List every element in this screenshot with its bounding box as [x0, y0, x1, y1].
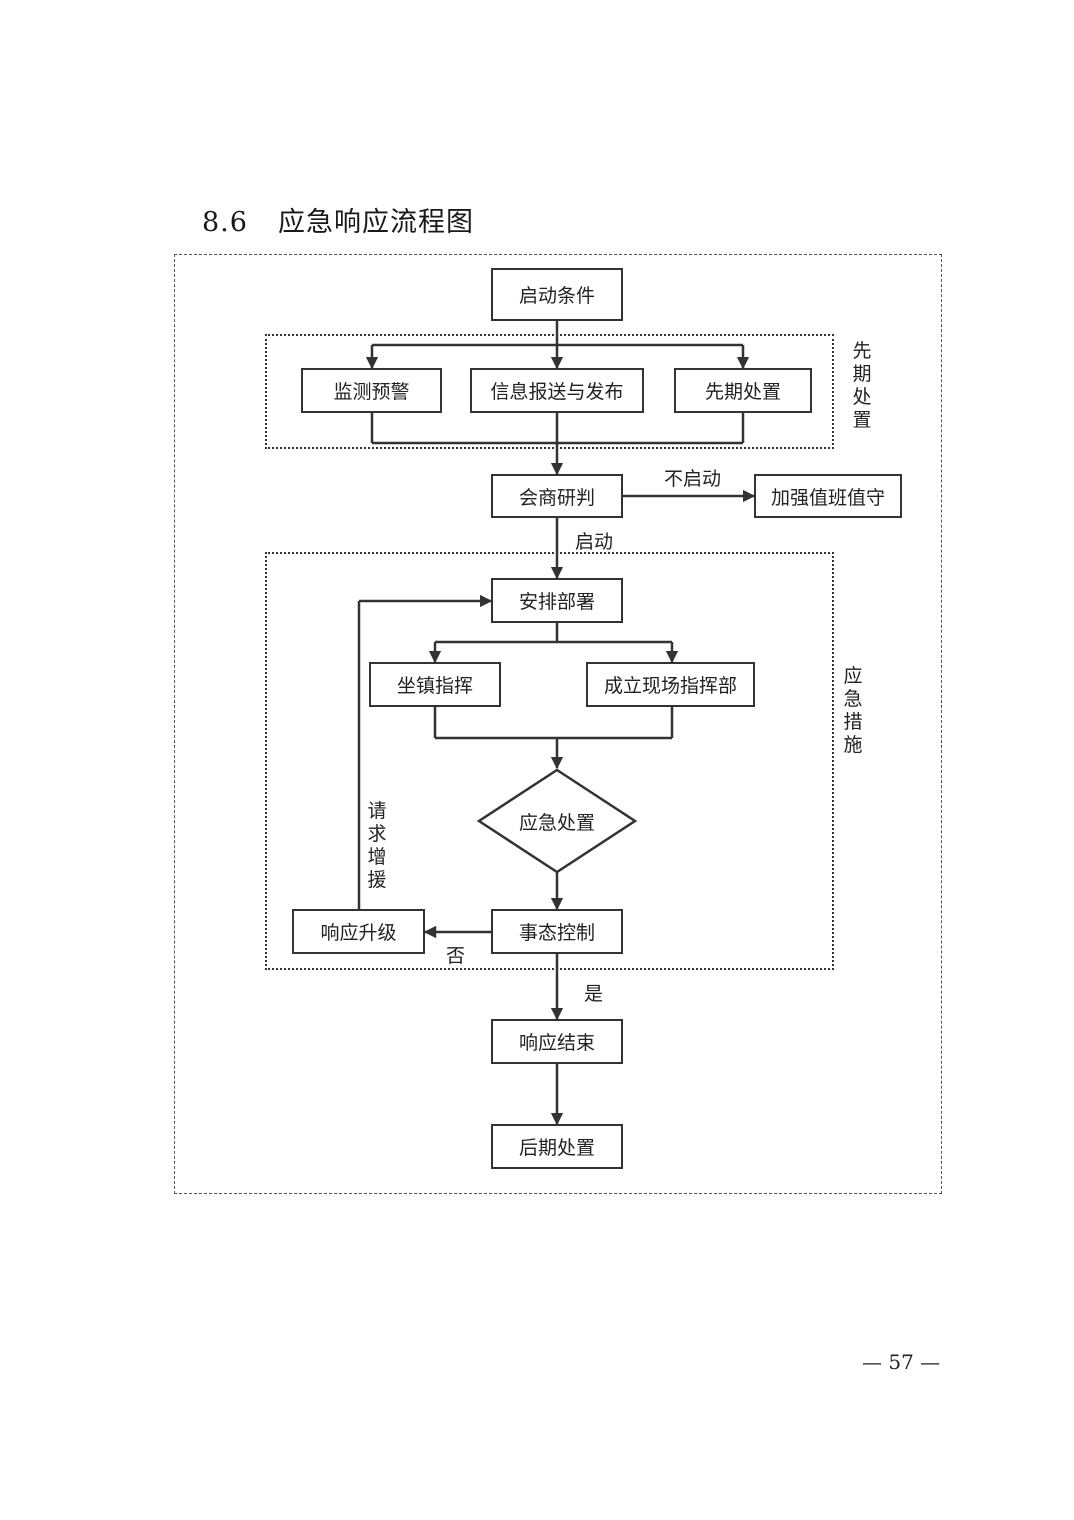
section-title: 应急响应流程图	[277, 207, 474, 238]
field-hq-box: 成立现场指挥部	[586, 662, 755, 707]
start-label: 启动	[575, 531, 614, 553]
page-number: — 57 —	[862, 1350, 941, 1374]
emergency-disposal-label: 应急处置	[518, 812, 595, 834]
request-reinforcement-label: 请求增援	[367, 800, 387, 891]
consult-box: 会商研判	[491, 474, 623, 518]
deploy-box: 安排部署	[491, 578, 623, 623]
start-condition-box: 启动条件	[491, 268, 623, 321]
emergency-measures-group	[265, 552, 834, 970]
not-start-label: 不启动	[664, 468, 722, 490]
no-label: 否	[446, 945, 466, 967]
on-site-command-box: 坐镇指挥	[369, 662, 501, 707]
emergency-measures-group-label: 应急措施	[843, 665, 863, 756]
situation-control-box: 事态控制	[491, 909, 623, 954]
section-heading: 8.6 应急响应流程图	[202, 200, 474, 239]
response-end-box: 响应结束	[491, 1019, 623, 1064]
info-report-box: 信息报送与发布	[470, 368, 644, 413]
monitor-warning-box: 监测预警	[301, 368, 442, 413]
early-disposal-group	[265, 334, 834, 449]
early-disposal-group-label: 先期处置	[852, 340, 872, 431]
yes-label: 是	[584, 983, 604, 1005]
strengthen-duty-box: 加强值班值守	[754, 474, 902, 518]
emergency-decision-diamond	[476, 768, 638, 874]
section-number: 8.6	[202, 207, 248, 238]
aftermath-box: 后期处置	[491, 1124, 623, 1169]
early-disposal-box: 先期处置	[674, 368, 812, 413]
response-upgrade-box: 响应升级	[292, 909, 425, 954]
flowchart-frame	[174, 254, 942, 1194]
